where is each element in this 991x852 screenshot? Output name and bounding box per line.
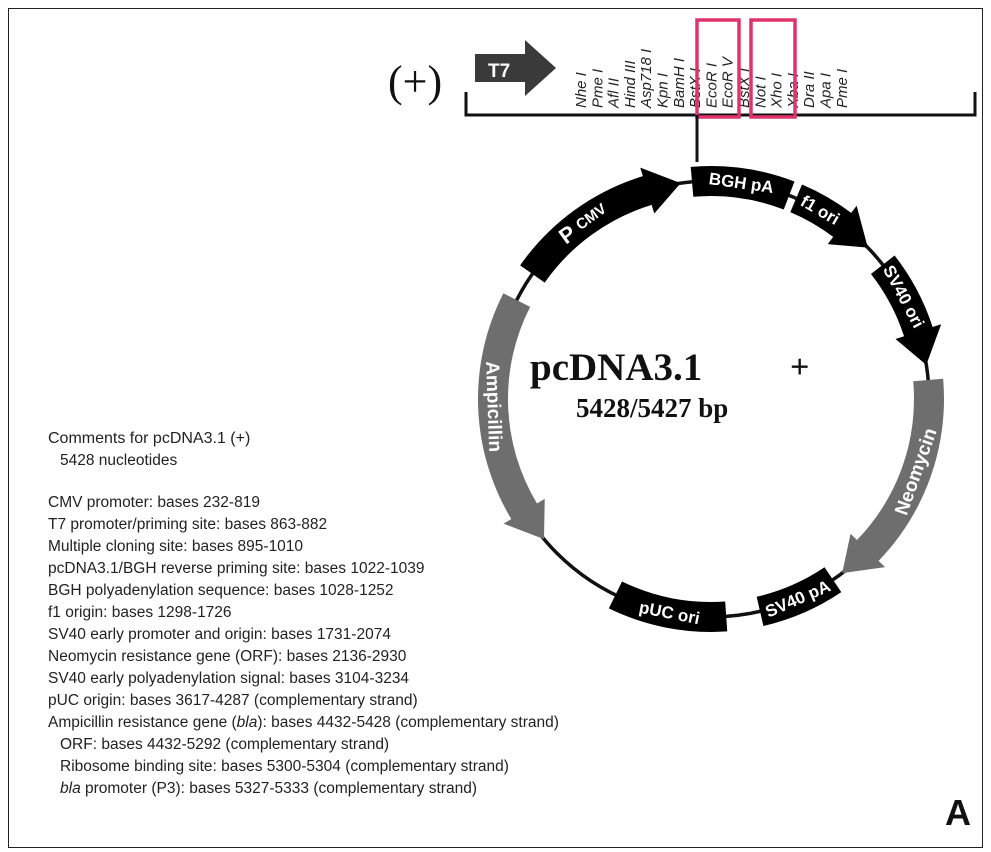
mcs-site-label: BamH I	[671, 58, 688, 108]
sv40-pa-box	[756, 567, 842, 627]
comments-length: 5428 nucleotides	[60, 452, 178, 469]
sv40-ori-arrow	[870, 255, 942, 365]
puc-ori-box	[608, 581, 728, 632]
mcs-site-label: Pme I	[834, 69, 851, 108]
ampicillin-label: Ampicillin	[481, 361, 505, 452]
mcs-site-label: Kpn I	[655, 73, 672, 108]
comment-line-ampicillin: Ampicillin resistance gene (bla): bases …	[48, 714, 559, 731]
comment-line: SV40 early promoter and origin: bases 17…	[48, 626, 391, 643]
ampicillin-arrow	[478, 293, 545, 540]
mcs-site-label: Not I	[752, 76, 769, 108]
mcs-site-label: Hind III	[622, 60, 639, 108]
t7-promoter-arrow: T7	[475, 40, 556, 96]
f1-ori-arrow	[790, 184, 868, 248]
comment-line-orf: ORF: bases 4432-5292 (complementary stra…	[60, 736, 390, 753]
neomycin-arrow	[842, 378, 944, 574]
ecor1-highlight-box	[749, 18, 797, 119]
pcmv-arrow	[520, 167, 681, 283]
mcs-site-label: Xho I	[769, 73, 786, 109]
comment-line-bla-promoter: bla promoter (P3): bases 5327-5333 (comp…	[60, 780, 477, 797]
mcs-site-label: Pme I	[589, 69, 606, 108]
comments-block: Comments for pcDNA3.1 (+) 5428 nucleotid…	[48, 428, 559, 800]
mcs-bracket	[464, 92, 977, 117]
comment-line: T7 promoter/priming site: bases 863-882	[48, 516, 328, 533]
comment-line: Multiple cloning site: bases 895-1010	[48, 538, 304, 555]
comment-line: SV40 early polyadenylation signal: bases…	[48, 670, 410, 687]
comment-line: Neomycin resistance gene (ORF): bases 21…	[48, 648, 407, 665]
plasmid-size: 5428/5427 bp	[576, 393, 728, 423]
mcs-site-label: EcoR I	[703, 63, 720, 108]
mcs-site-label: Asp718 I	[638, 49, 655, 109]
comments-title: Comments for pcDNA3.1 (+)	[48, 430, 251, 447]
mcs-site-label: Nhe I	[573, 72, 590, 108]
plasmid-name: pcDNA3.1	[530, 346, 702, 389]
comment-line-rbs: Ribosome binding site: bases 5300-5304 (…	[60, 758, 509, 775]
comment-line: f1 origin: bases 1298-1726	[48, 604, 232, 621]
bgh-pa-box	[690, 166, 795, 210]
comment-line: pUC origin: bases 3617-4287 (complementa…	[48, 692, 418, 709]
comment-line: CMV promoter: bases 232-819	[48, 494, 260, 511]
t7-label: T7	[488, 61, 510, 82]
figure-border	[8, 8, 983, 848]
mcs-site-label: EcoR V	[720, 55, 737, 108]
mcs-site-label: Apa I	[818, 73, 835, 109]
strand-label: (+)	[388, 57, 442, 106]
comment-line: pcDNA3.1/BGH reverse priming site: bases…	[48, 560, 425, 577]
panel-label: A	[945, 792, 971, 833]
mcs-site-label: Dra II	[801, 71, 818, 108]
plasmid-plus: +	[790, 349, 809, 386]
comment-line: BGH polyadenylation sequence: bases 1028…	[48, 582, 394, 599]
mcs-site-label: Afl II	[606, 78, 623, 109]
bamh1-highlight-box	[695, 18, 741, 119]
